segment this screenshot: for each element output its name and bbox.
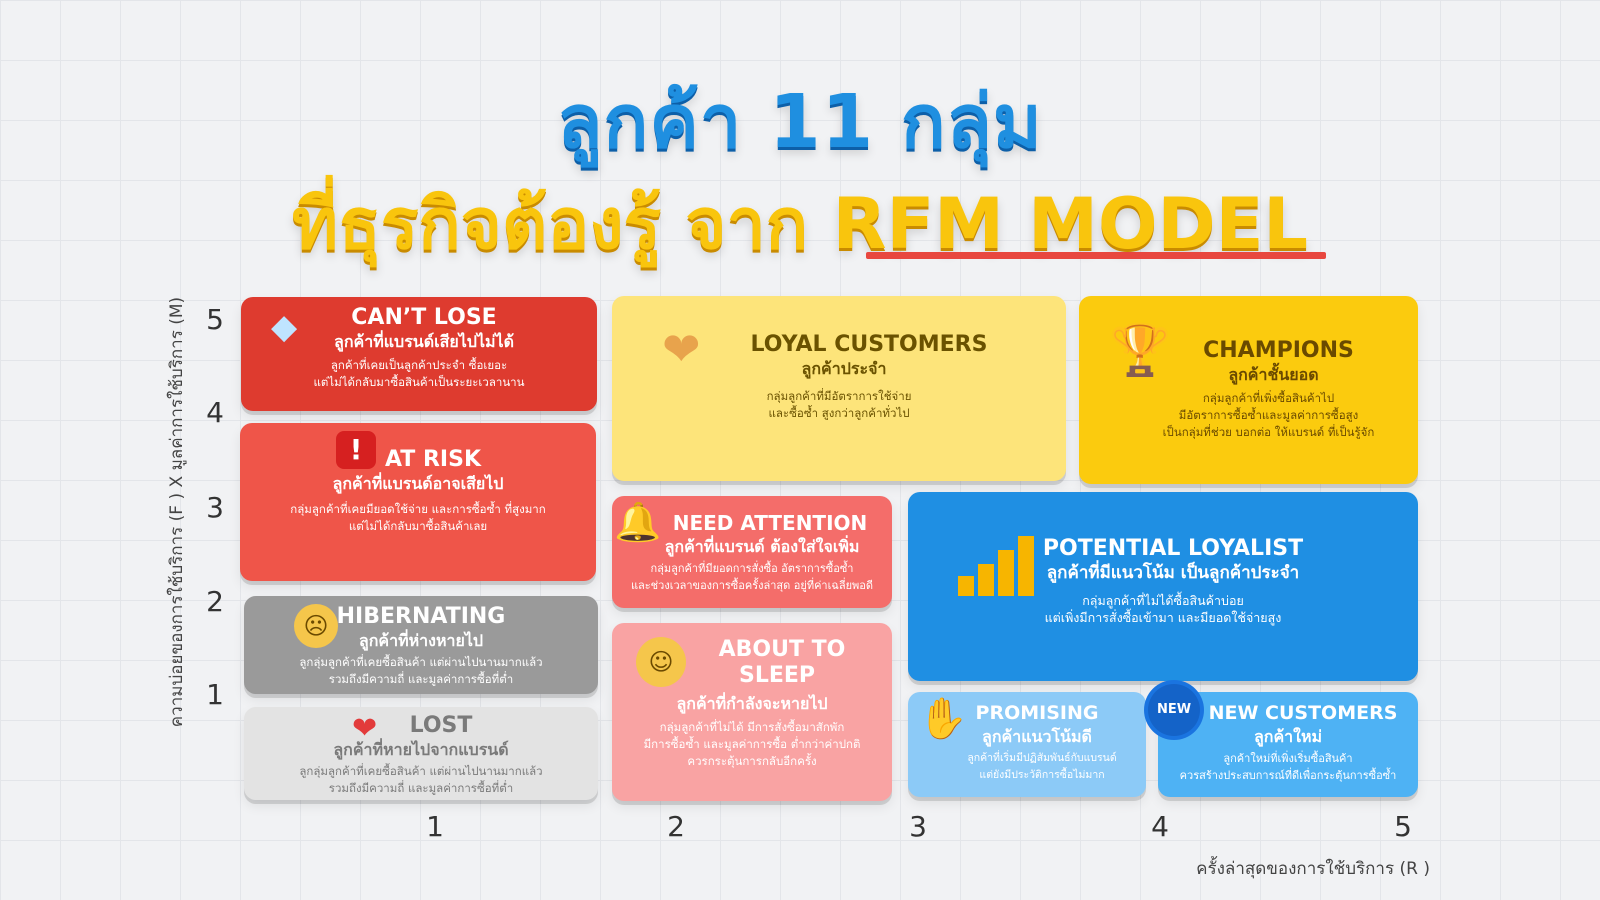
y-axis-label: ความบ่อยของการใช้บริการ (F ) X มูลค่าการ… bbox=[167, 296, 187, 728]
growth-chart-icon bbox=[958, 530, 1038, 596]
segment-desc-line: ลูกลุ่มลูกค้าที่เคยซื้อสินค้า แต่ผ่านไปน… bbox=[299, 764, 543, 778]
segment-thai-title: ลูกค้าประจำ bbox=[801, 359, 887, 378]
segment-desc-line: แต่ไม่ได้กลับมาซื้อสินค้าเป็นระยะเวลานาน bbox=[313, 375, 525, 389]
segment-desc-line: และซื้อซ้ำ สูงกว่าลูกค้าทั่วไป bbox=[768, 406, 910, 420]
segment-title: PROMISING bbox=[975, 702, 1099, 724]
new-badge-label: NEW bbox=[1156, 702, 1192, 717]
segment-thai-title: ลูกค้าแนวโน้มดี bbox=[982, 727, 1092, 746]
segment-title: AT RISK bbox=[384, 447, 481, 472]
segment-desc-line: ลูกค้าใหม่ที่เพิ่งเริ่มซื้อสินค้า bbox=[1223, 752, 1353, 765]
segment-thai-title: ลูกค้าที่แบรนด์อาจเสียไป bbox=[332, 474, 504, 493]
segment-thai-title: ลูกค้าที่มีแนวโน้ม เป็นลูกค้าประจำ bbox=[1046, 563, 1300, 583]
diamond-icon: ◆ bbox=[271, 307, 298, 347]
segment-title: NEW CUSTOMERS bbox=[1208, 702, 1398, 724]
segment-desc-line: กลุ่มลูกค้าที่มีอัตราการใช้จ่าย bbox=[766, 389, 912, 403]
y-tick-2: 2 bbox=[206, 585, 224, 618]
segment-desc-line: ควรกระตุ้นการกลับอีกครั้ง bbox=[687, 754, 817, 768]
x-tick-1: 1 bbox=[426, 810, 444, 843]
y-tick-1: 1 bbox=[206, 678, 224, 711]
segment-cant-lose: ◆ CAN’T LOSE ลูกค้าที่แบรนด์เสียไปไม่ได้… bbox=[241, 297, 597, 411]
page-title: ลูกค้า 11 กลุ่ม bbox=[557, 79, 1043, 165]
segment-desc-line: มีการซื้อซ้ำ และมูลค่าการซื้อ ต่ำกว่าค่า… bbox=[643, 737, 861, 751]
title-underline bbox=[866, 252, 1326, 259]
segment-about-to-sleep: ☺ ABOUT TO SLEEP ลูกค้าที่กำลังจะหายไป ก… bbox=[612, 623, 892, 801]
x-tick-5: 5 bbox=[1394, 810, 1412, 843]
worried-face-icon: ☹ bbox=[294, 604, 338, 648]
y-tick-5: 5 bbox=[206, 303, 224, 336]
segment-thai-title: ลูกค้าชั้นยอด bbox=[1228, 365, 1319, 384]
segment-desc-line: เป็นกลุ่มที่ช่วย บอกต่อ ให้แบรนด์ ที่เป็… bbox=[1162, 425, 1375, 439]
bell-icon: 🔔 bbox=[614, 500, 662, 544]
y-tick-4: 4 bbox=[206, 396, 224, 429]
segment-new-customers: NEW CUSTOMERS ลูกค้าใหม่ ลูกค้าใหม่ที่เพ… bbox=[1158, 692, 1418, 797]
segment-desc-line: กลุ่มลูกค้าที่ไม่ได้ซื้อสินค้าบ่อย bbox=[1082, 593, 1244, 608]
sleeping-face-icon: ☺ bbox=[636, 637, 686, 687]
segment-thai-title: ลูกค้าที่หายไปจากแบรนด์ bbox=[333, 740, 509, 759]
new-badge-icon: NEW bbox=[1148, 684, 1200, 736]
segment-thai-title: ลูกค้าที่แบรนด์เสียไปไม่ได้ bbox=[334, 332, 514, 351]
segment-title-line2: SLEEP bbox=[738, 663, 816, 688]
exclamation-icon: ! bbox=[336, 431, 376, 469]
page-subtitle: ที่ธุรกิจต้องรู้ จาก RFM MODEL bbox=[0, 168, 1600, 279]
segment-desc-line: ควรสร้างประสบการณ์ที่ดีเพื่อกระตุ้นการซื… bbox=[1179, 769, 1397, 782]
segment-desc-line: รวมถึงมีความถี่ และมูลค่าการซื้อที่ต่ำ bbox=[328, 781, 514, 795]
segment-desc-line: กลุ่มลูกค้าที่ไม่ได้ มีการสั่งซื้อมาสักพ… bbox=[659, 720, 845, 734]
segment-desc-line: มีอัตราการซื้อซ้ำและมูลค่าการซื้อสูง bbox=[1178, 408, 1359, 422]
segment-desc-line: กลุ่มลูกค้าที่เพิ่งซื้อสินค้าไป bbox=[1202, 391, 1335, 405]
segment-lost: ❤ LOST ลูกค้าที่หายไปจากแบรนด์ ลูกลุ่มลู… bbox=[244, 707, 598, 800]
segment-desc-line: กลุ่มลูกค้าที่มียอดการสั่งซื้อ อัตราการซ… bbox=[650, 562, 854, 575]
x-tick-4: 4 bbox=[1151, 810, 1169, 843]
segment-desc-line: ลูกค้าที่เริ่มมีปฏิสัมพันธ์กับแบรนด์ bbox=[967, 752, 1117, 764]
segment-loyal-customers: ❤ LOYAL CUSTOMERS ลูกค้าประจำ กลุ่มลูกค้… bbox=[612, 296, 1066, 481]
segment-title: CAN’T LOSE bbox=[351, 305, 497, 330]
subtitle-highlight: RFM MODEL bbox=[832, 183, 1309, 265]
segment-hibernating: ☹ HIBERNATING ลูกค้าที่ห่างหายไป ลูกลุ่ม… bbox=[244, 596, 598, 694]
segment-title: ABOUT TO bbox=[718, 637, 846, 662]
segment-desc-line: กลุ่มลูกค้าที่เคยมียอดใช้จ่าย และการซื้อ… bbox=[290, 502, 546, 516]
segment-desc-line: ลูกลุ่มลูกค้าที่เคยซื้อสินค้า แต่ผ่านไปน… bbox=[299, 655, 543, 669]
segment-title: POTENTIAL LOYALIST bbox=[1042, 536, 1304, 561]
x-axis-label: ครั้งล่าสุดของการใช้บริการ (R ) bbox=[1196, 859, 1430, 879]
segment-at-risk: ! AT RISK ลูกค้าที่แบรนด์อาจเสียไป กลุ่ม… bbox=[240, 423, 596, 581]
segment-desc-line: แต่เพิ่งมีการสั่งซื้อเข้ามา และมียอดใช้จ… bbox=[1044, 610, 1282, 625]
broken-heart-icon: ❤ bbox=[352, 711, 378, 746]
segment-desc-line: แต่ยังมีประวัติการซื้อไม่มาก bbox=[979, 769, 1105, 781]
heart-icon: ❤ bbox=[662, 322, 701, 376]
trophy-icon: 🏆 bbox=[1109, 321, 1172, 379]
segment-desc-line: ลูกค้าที่เคยเป็นลูกค้าประจำ ซื้อเยอะ bbox=[330, 358, 508, 372]
segment-thai-title: ลูกค้าใหม่ bbox=[1253, 727, 1323, 746]
x-tick-3: 3 bbox=[909, 810, 927, 843]
segment-champions: 🏆 CHAMPIONS ลูกค้าชั้นยอด กลุ่มลูกค้าที่… bbox=[1079, 296, 1418, 484]
segment-thai-title: ลูกค้าที่แบรนด์ ต้องใส่ใจเพิ่ม bbox=[664, 537, 860, 556]
y-tick-3: 3 bbox=[206, 491, 224, 524]
segment-title: LOYAL CUSTOMERS bbox=[750, 332, 988, 357]
segment-thai-title: ลูกค้าที่กำลังจะหายไป bbox=[676, 694, 828, 713]
x-tick-2: 2 bbox=[667, 810, 685, 843]
segment-title: CHAMPIONS bbox=[1203, 338, 1354, 363]
segment-desc-line: และช่วงเวลาของการซื้อครั้งล่าสุด อยู่ที่… bbox=[630, 579, 874, 592]
segment-thai-title: ลูกค้าที่ห่างหายไป bbox=[358, 631, 484, 650]
segment-title: LOST bbox=[409, 713, 473, 738]
segment-potential-loyalist: POTENTIAL LOYALIST ลูกค้าที่มีแนวโน้ม เป… bbox=[908, 492, 1418, 681]
subtitle-prefix: ที่ธุรกิจต้องรู้ จาก bbox=[291, 183, 833, 265]
segment-desc-line: แต่ไม่ได้กลับมาซื้อสินค้าเลย bbox=[348, 519, 488, 533]
segment-desc-line: รวมถึงมีความถี่ และมูลค่าการซื้อที่ต่ำ bbox=[328, 672, 514, 686]
segment-title: NEED ATTENTION bbox=[672, 511, 868, 535]
hand-heart-icon: ✋ bbox=[918, 696, 968, 742]
segment-promising: ✋ PROMISING ลูกค้าแนวโน้มดี ลูกค้าที่เริ… bbox=[908, 692, 1146, 797]
segment-need-attention: 🔔 NEED ATTENTION ลูกค้าที่แบรนด์ ต้องใส่… bbox=[612, 496, 892, 608]
segment-title: HIBERNATING bbox=[336, 604, 506, 629]
